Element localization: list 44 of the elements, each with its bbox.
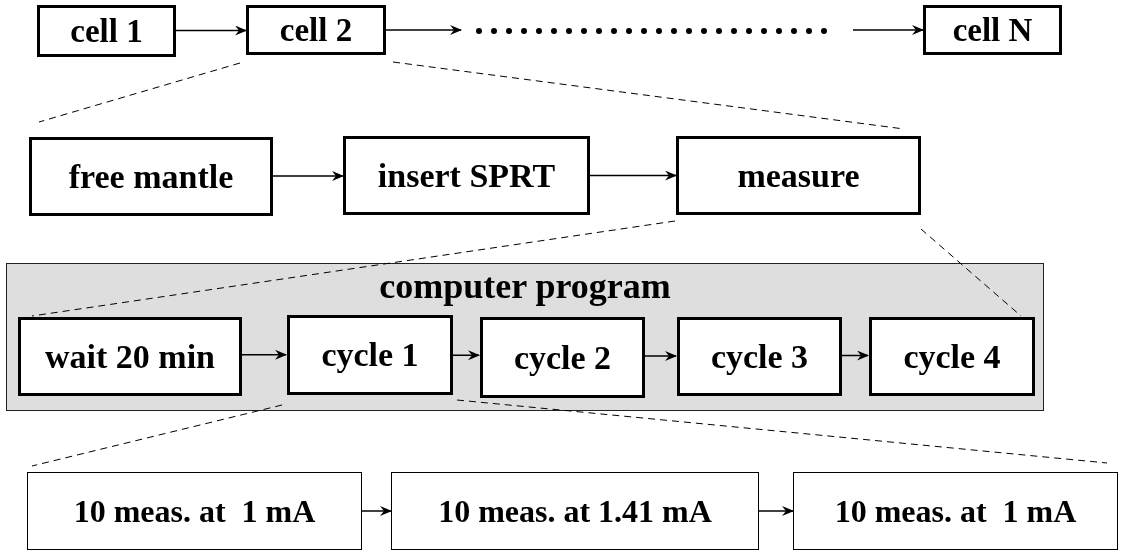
- dashed-line: [38, 62, 241, 123]
- box-label: 10 meas. at 1.41 mA: [438, 495, 712, 527]
- arrow: [175, 25, 247, 36]
- arrow: [589, 170, 677, 181]
- box-label: 10 meas. at 1 mA: [73, 495, 316, 527]
- box-label: cycle 4: [903, 339, 1001, 374]
- arrow: [272, 171, 344, 181]
- box-label: wait 20 min: [45, 339, 215, 374]
- process-box: [480, 317, 645, 398]
- box-label: free mantle: [68, 159, 234, 194]
- box-label: insert SPRT: [377, 158, 556, 193]
- box-label: cell N: [952, 13, 1033, 47]
- group-title: computer program: [378, 268, 672, 304]
- dashed-line: [31, 404, 283, 467]
- group-panel: [6, 263, 1044, 411]
- process-box: [246, 5, 386, 55]
- arrow: [852, 25, 924, 35]
- process-box: [923, 5, 1062, 55]
- box-label: cycle 3: [710, 339, 809, 374]
- process-box: [391, 472, 759, 550]
- arrow: [643, 351, 677, 361]
- process-box: [287, 315, 453, 395]
- process-box: [869, 317, 1035, 396]
- arrow: [361, 506, 392, 516]
- box-label: measure: [737, 158, 860, 193]
- box-label: 10 meas. at 1 mA: [834, 495, 1077, 527]
- process-box: [343, 136, 590, 215]
- box-label: cell 2: [279, 13, 353, 47]
- arrow: [385, 25, 462, 35]
- process-box: [29, 137, 273, 216]
- box-label: cell 1: [70, 14, 143, 48]
- process-box: [676, 136, 921, 215]
- process-box: [27, 472, 362, 550]
- arrow: [451, 350, 480, 361]
- process-box: [793, 472, 1118, 550]
- arrow: [840, 350, 869, 361]
- arrow: [758, 506, 794, 516]
- box-label: cycle 2: [513, 340, 612, 375]
- dashed-line: [31, 220, 676, 317]
- arrow: [240, 349, 287, 360]
- process-box: [18, 317, 242, 396]
- box-label: cycle 1: [321, 338, 419, 372]
- process-box: [677, 317, 842, 396]
- process-box: [37, 5, 176, 57]
